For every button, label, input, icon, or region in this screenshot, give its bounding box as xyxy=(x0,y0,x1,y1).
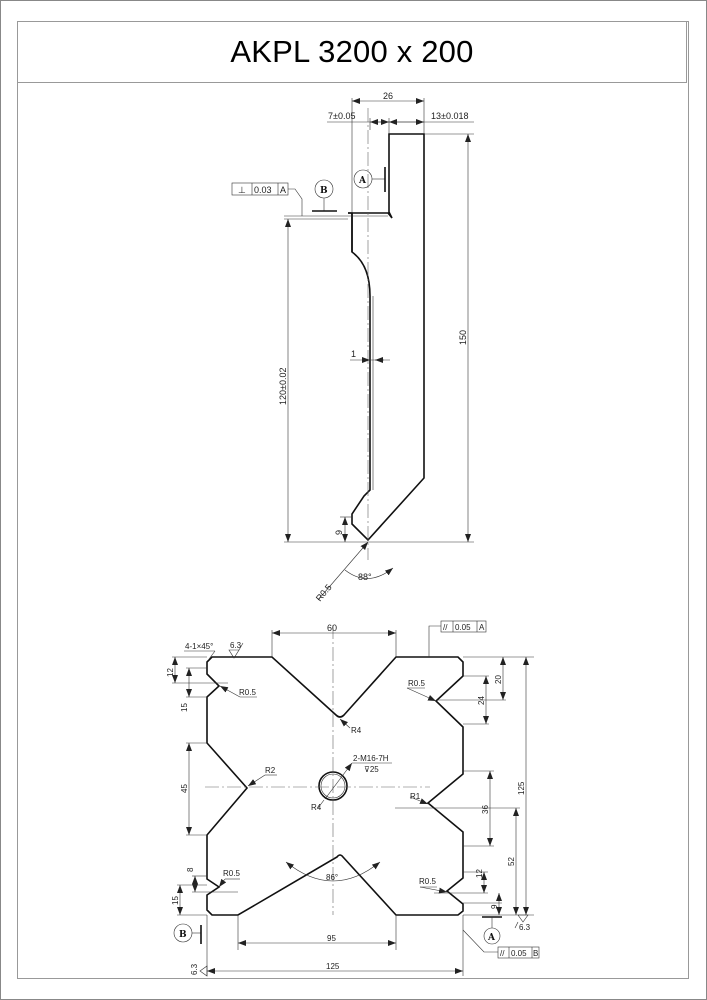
radius-left-v: R2 xyxy=(265,766,276,775)
dim-right-36: 36 xyxy=(481,805,490,814)
dim-left-12: 12 xyxy=(166,668,175,677)
dim-width-total: 26 xyxy=(383,91,393,101)
chamfer-note: 4-1×45° xyxy=(185,642,213,651)
datum-a-symbol: A xyxy=(353,167,386,192)
dim-tip-angle: 88° xyxy=(358,572,372,582)
dim-shoulder-height: 120±0.02 xyxy=(278,368,288,405)
dim-bottom-inner: 95 xyxy=(327,934,336,943)
dim-left-8: 8 xyxy=(186,867,195,872)
dim-left-45: 45 xyxy=(180,784,189,793)
roughness-top: 6.3 xyxy=(230,641,242,650)
svg-text:0.05: 0.05 xyxy=(511,949,527,958)
dim-top-width: 60 xyxy=(327,623,337,633)
datum-b-symbol: B xyxy=(312,179,337,212)
svg-text:B: B xyxy=(533,949,538,958)
dim-right-offset: 13±0.018 xyxy=(431,111,468,121)
angle-bottom: 86° xyxy=(326,873,338,882)
threaded-hole xyxy=(318,771,348,801)
datum-b-symbol-section: B xyxy=(173,923,202,944)
radius-top-v: R4 xyxy=(351,726,362,735)
profile-view: 26 7±0.05 13±0.018 150 120±0.02 1 9 R0.5 xyxy=(231,91,474,603)
dim-bottom-total: 125 xyxy=(326,962,340,971)
roughness-bottom-left: 6.3 xyxy=(190,963,199,975)
hole-note: 2-M16-7H xyxy=(353,754,389,763)
svg-text:B: B xyxy=(320,186,328,196)
hole-depth: ⊽25 xyxy=(364,765,379,774)
title-block: AKPL 3200 x 200 xyxy=(17,21,687,83)
drawing-title: AKPL 3200 x 200 xyxy=(230,34,474,69)
radius-right-v: R1 xyxy=(410,792,421,801)
dim-right-12: 12 xyxy=(475,869,484,878)
radius-left-top: R0.5 xyxy=(239,688,256,697)
section-view: 60 4-1×45° 6.3 12 15 R0.5 R4 // 0.05 xyxy=(166,620,540,977)
svg-text:A: A xyxy=(358,176,367,186)
dim-height-total: 150 xyxy=(458,330,468,345)
radius-right-bottom: R0.5 xyxy=(419,877,436,886)
die-block-outline xyxy=(206,656,464,916)
roughness-bottom-right: 6.3 xyxy=(519,923,531,932)
radius-bottom-v: R4 xyxy=(311,803,322,812)
dim-right-20: 20 xyxy=(494,675,503,684)
svg-text:A: A xyxy=(479,623,485,632)
dim-thickness: 1 xyxy=(351,349,356,359)
dim-tip-height: 9 xyxy=(334,530,344,535)
dim-right-24: 24 xyxy=(477,696,486,705)
dim-right-52: 52 xyxy=(507,857,516,866)
svg-text:0.05: 0.05 xyxy=(455,623,471,632)
dim-left-15-top: 15 xyxy=(180,703,189,712)
datum-a-symbol-section: A xyxy=(483,917,501,945)
svg-text:B: B xyxy=(179,930,187,940)
svg-text://: // xyxy=(500,949,505,958)
svg-text://: // xyxy=(443,623,448,632)
tolerance-frame-parallel-b: // 0.05 B xyxy=(462,929,540,959)
svg-text:A: A xyxy=(280,185,286,195)
dim-right-9: 9 xyxy=(490,904,499,909)
radius-left-bottom: R0.5 xyxy=(223,869,240,878)
tolerance-frame-perpendicularity: ⊥ 0.03 A xyxy=(231,182,388,217)
svg-text:A: A xyxy=(487,933,496,943)
dim-left-offset: 7±0.05 xyxy=(328,111,355,121)
radius-right-top: R0.5 xyxy=(408,679,425,688)
svg-text:⊥: ⊥ xyxy=(238,185,246,195)
punch-profile-outline xyxy=(348,133,425,542)
dim-left-15-bottom: 15 xyxy=(171,896,180,905)
svg-text:0.03: 0.03 xyxy=(254,185,272,195)
dim-height-total: 125 xyxy=(517,781,526,795)
tolerance-frame-parallel-a: // 0.05 A xyxy=(428,620,487,657)
